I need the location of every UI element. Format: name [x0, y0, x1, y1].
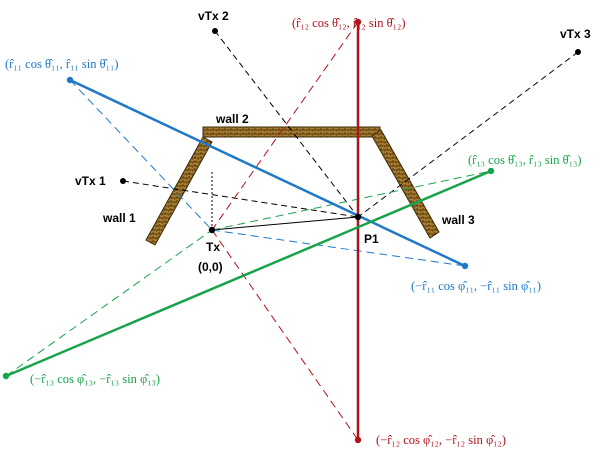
- green-dashed-2: [5, 229, 213, 377]
- red-bottom-point: [354, 436, 362, 444]
- wall1-label: wall 1: [102, 211, 136, 225]
- blue-line: [69, 78, 466, 268]
- vtx3-label: vTx 3: [560, 27, 591, 41]
- vtx3-point: [575, 49, 581, 55]
- direct-ray: [211, 216, 359, 231]
- green-dashed-1: [211, 170, 492, 231]
- blue-top-label: (r̂₁₁ cos θ̂₁₁, r̂₁₁ sin θ̂₁₁): [5, 57, 119, 71]
- p1-point: [354, 213, 362, 221]
- red-top-point: [354, 18, 362, 26]
- red-top-label: (r̂₁₂ cos θ̂₁₂, r̂₁₂ sin θ̂₁₂): [292, 16, 406, 30]
- green-line: [5, 169, 492, 378]
- origin-label: (0,0): [198, 260, 223, 274]
- vtx3-ray: [357, 51, 579, 218]
- vtx2-label: vTx 2: [198, 9, 229, 23]
- wall3-label: wall 3: [441, 213, 475, 227]
- vtx2-point: [212, 28, 218, 34]
- wall-2-shape: [202, 126, 381, 138]
- tx-point: [208, 226, 216, 234]
- green-top-label: (r̂₁₃ cos θ̂₁₃, r̂₁₃ sin θ̂₁₃): [468, 153, 582, 167]
- vtx1-label: vTx 1: [75, 174, 106, 188]
- red-dashed-2: [211, 229, 359, 441]
- blue-bottom-point: [461, 262, 469, 270]
- blue-bottom-label: (−r̂₁₁ cos φ̂₁₁, −r̂₁₁ sin φ̂₁₁): [411, 279, 541, 293]
- green-bottom-point: [2, 372, 10, 380]
- vtx2-ray: [214, 30, 359, 218]
- tx-label: Tx: [206, 240, 220, 254]
- green-bottom-label: (−r̂₁₃ cos φ̂₁₃, −r̂₁₃ sin φ̂₁₃): [30, 372, 160, 386]
- blue-dashed-2: [211, 229, 466, 267]
- p1-label: P1: [364, 232, 379, 246]
- red-bottom-label: (−r̂₁₂ cos φ̂₁₂, −r̂₁₂ sin φ̂₁₂): [376, 433, 506, 447]
- wall-1-shape: [145, 136, 213, 246]
- red-dashed-1: [211, 21, 359, 231]
- blue-top-point: [66, 76, 74, 84]
- blue-dashed-1: [69, 79, 213, 231]
- vtx1-point: [120, 178, 126, 184]
- green-top-point: [487, 167, 495, 175]
- wall2-label: wall 2: [215, 112, 249, 126]
